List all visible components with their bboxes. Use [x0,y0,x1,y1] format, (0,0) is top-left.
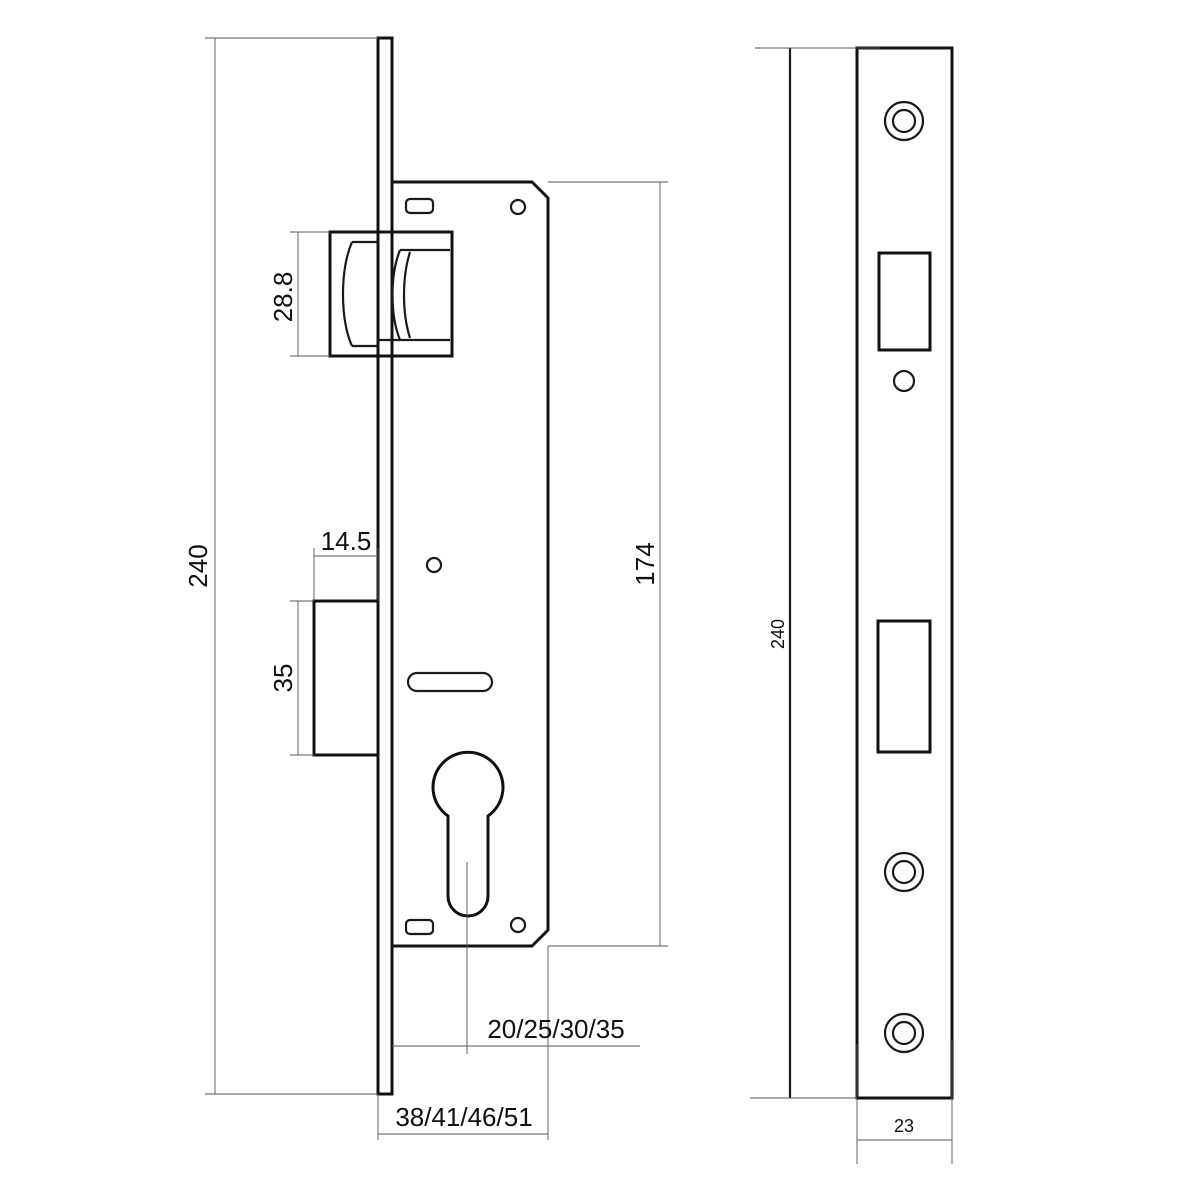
dim-case-height: 174 [548,181,668,947]
backset-label: 20/25/30/35 [487,1014,624,1044]
face-bolt-opening [876,619,932,754]
cylinder-cutout [431,750,505,918]
dim-bolt-height: 35 [268,600,314,756]
bolt-throw-label: 14.5 [321,526,372,556]
face-view: 240 23 [750,46,954,1164]
latch-height-label: 28.8 [268,272,298,323]
dim-bolt-throw: 14.5 [313,526,379,601]
dim-latch-height: 28.8 [268,231,330,357]
face-screw-hole-bottom [883,1012,925,1054]
face-screw-hole-top [883,100,925,142]
depth-label: 38/41/46/51 [395,1102,532,1132]
front-faceplate [855,46,954,1100]
side-height-label: 240 [183,544,213,587]
face-latch-opening [877,251,932,352]
dim-overall-height: 240 [183,37,378,1095]
dim-depth: 38/41/46/51 [377,1094,548,1140]
lock-case [392,180,550,948]
case-height-label: 174 [630,542,660,585]
case-slot-top [404,197,435,215]
case-screw-hole-bottom [509,916,527,934]
side-view: 240 28.8 14.5 35 174 [183,36,668,1140]
face-screw-hole-middle [883,851,925,893]
dim-backset: 20/25/30/35 [392,862,640,1140]
lever-slot [406,671,494,693]
case-screw-hole-top [509,198,527,216]
face-small-hole [892,369,916,393]
bolt-height-label: 35 [268,664,298,693]
face-width-label: 23 [894,1116,914,1136]
face-height-label: 240 [768,619,788,649]
dim-face-width: 23 [856,1040,953,1164]
case-slot-bottom [404,918,435,936]
spindle-hole [425,556,443,574]
latch-bolt [328,230,454,358]
side-faceplate [376,36,394,1096]
dead-bolt [312,599,380,757]
